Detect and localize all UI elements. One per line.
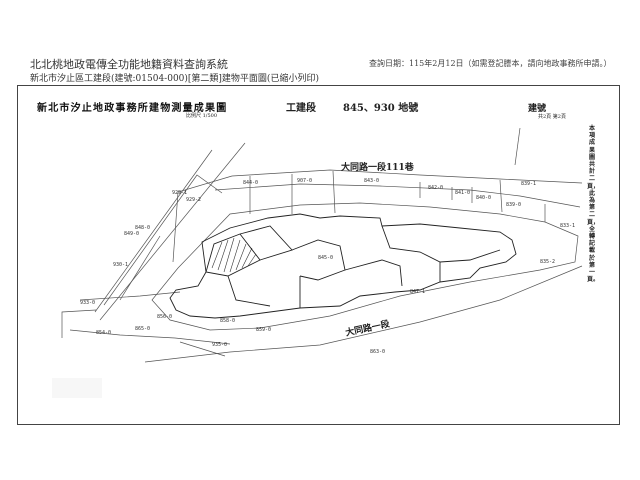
road-spur bbox=[179, 341, 226, 357]
document-subtitle: 新北市汐止區工建段(建號:01504-000)[第二類]建物平面圖(已縮小列印) bbox=[30, 74, 319, 84]
tick-9 bbox=[514, 127, 521, 166]
tick-7 bbox=[499, 179, 503, 213]
hatching bbox=[211, 237, 257, 273]
unit-2 bbox=[291, 239, 346, 281]
lot-833-1: 833-1 bbox=[560, 223, 575, 229]
query-date: 查詢日期：115年2月12日（如需登記謄本，請向地政事務所申請。） bbox=[369, 59, 612, 68]
unit-1 bbox=[239, 225, 293, 261]
lot-929-1: 929-1 bbox=[172, 190, 187, 196]
lot-840: 840-0 bbox=[476, 195, 491, 201]
lot-841: 841-0 bbox=[455, 190, 470, 196]
unit-3 bbox=[344, 259, 403, 287]
lot-835-2: 835-2 bbox=[540, 259, 555, 265]
diag-line-1 bbox=[94, 149, 213, 313]
side-note: 本項成果圖共計二頁，此為第二頁，全轉記載於第一頁。 bbox=[587, 125, 600, 284]
lot-845: 845-0 bbox=[318, 255, 333, 261]
lane-north-edge bbox=[231, 169, 583, 184]
lot-930-1: 930-1 bbox=[113, 262, 128, 268]
lot-935: 935-0 bbox=[212, 342, 227, 348]
lot-907: 907-0 bbox=[297, 178, 312, 184]
lot-863: 863-0 bbox=[370, 349, 385, 355]
tick-3 bbox=[332, 170, 336, 214]
building-outline bbox=[169, 213, 517, 319]
lot-842: 842-0 bbox=[428, 185, 443, 191]
lot-933: 933-0 bbox=[80, 300, 95, 306]
lot-boundary-c bbox=[69, 329, 231, 345]
lot-boundary-a bbox=[172, 175, 233, 263]
section-name: 工建段 bbox=[286, 103, 316, 114]
diag-line-3 bbox=[103, 174, 223, 306]
building-number-label: 建號 bbox=[528, 104, 547, 114]
road-label-lane: 大同路一段111巷 bbox=[341, 163, 414, 173]
unit-4 bbox=[381, 225, 501, 263]
hatched-unit bbox=[205, 233, 261, 277]
main-road-edge bbox=[144, 265, 583, 363]
office-title: 新北市汐止地政事務所建物測量成果圖 bbox=[37, 103, 228, 114]
lot-849: 849-0 bbox=[124, 231, 139, 237]
diag-line-4 bbox=[119, 235, 161, 301]
plan-frame bbox=[17, 85, 620, 425]
lot-843: 843-0 bbox=[364, 178, 379, 184]
parcel-numbers: 845、930 地號 bbox=[343, 103, 419, 114]
lot-839: 839-0 bbox=[506, 202, 521, 208]
lot-854: 854-0 bbox=[96, 330, 111, 336]
lot-929-2: 929-2 bbox=[186, 197, 201, 203]
system-title: 北北桃地政電傳全功能地籍資料查詢系統 bbox=[30, 58, 228, 71]
lot-859: 859-0 bbox=[256, 327, 271, 333]
lot-848: 848-0 bbox=[135, 225, 150, 231]
lot-856: 856-0 bbox=[157, 314, 172, 320]
diag-line-2 bbox=[99, 142, 246, 321]
redacted-area bbox=[52, 378, 102, 398]
scale-label: 比例尺 1/500 bbox=[186, 113, 217, 119]
lane-south-edge bbox=[214, 183, 581, 208]
sheet-number: 共2頁 第2頁 bbox=[538, 114, 566, 120]
lot-844: 844-0 bbox=[243, 180, 258, 186]
lot-839-1: 839-1 bbox=[521, 181, 536, 187]
unit-5 bbox=[227, 275, 271, 307]
parcel-outline bbox=[151, 202, 579, 331]
lot-boundary-b bbox=[79, 291, 181, 301]
lot-865: 865-0 bbox=[135, 326, 150, 332]
lot-boundary-d bbox=[61, 309, 97, 338]
building-footprint bbox=[169, 213, 517, 319]
lot-858: 858-0 bbox=[220, 318, 235, 324]
lot-847-1: 847-1 bbox=[410, 289, 425, 295]
